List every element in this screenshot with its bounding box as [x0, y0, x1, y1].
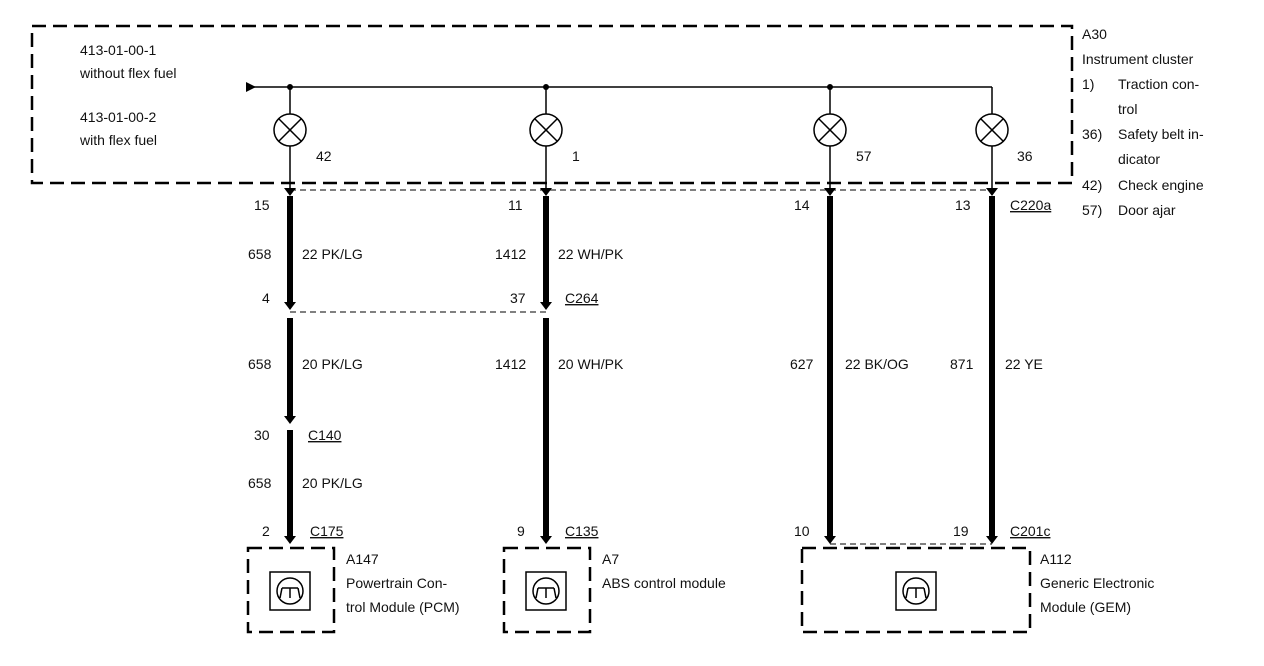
svg-text:11: 11: [508, 197, 523, 213]
wire-627: [824, 188, 836, 544]
transistor-icon: [902, 577, 930, 605]
svg-text:Door ajar: Door ajar: [1118, 202, 1176, 218]
module-abs: A7 ABS control module: [502, 546, 726, 634]
connector-c175: 2 C175: [262, 523, 344, 539]
connector-c220a: 15 11 14 13 C220a: [254, 197, 1051, 213]
svg-text:A112: A112: [1040, 551, 1072, 567]
svg-text:37: 37: [510, 290, 526, 306]
svg-text:A7: A7: [602, 551, 619, 567]
lamp-57: 57: [813, 84, 872, 192]
svg-text:1): 1): [1082, 76, 1094, 92]
svg-text:Module (GEM): Module (GEM): [1040, 599, 1131, 615]
cluster-ref: A30: [1082, 26, 1107, 42]
svg-text:Generic Electronic: Generic Electronic: [1040, 575, 1154, 591]
module-icon: [895, 571, 937, 611]
wire-871: [986, 188, 998, 544]
wire-circuit: 871: [950, 356, 974, 372]
svg-text:Check engine: Check engine: [1118, 177, 1204, 193]
svg-text:10: 10: [794, 523, 810, 539]
svg-text:trol: trol: [1118, 101, 1137, 117]
lamp-36: 36: [975, 87, 1033, 192]
module-gem: A112 Generic Electronic Module (GEM): [800, 546, 1154, 634]
connector-c201c: 10 19 C201c: [794, 523, 1050, 545]
wire-circuit: 1412: [495, 356, 526, 372]
svg-text:C135: C135: [565, 523, 599, 539]
svg-text:36): 36): [1082, 126, 1102, 142]
svg-text:C220a: C220a: [1010, 197, 1051, 213]
svg-text:dicator: dicator: [1118, 151, 1160, 167]
module-pcm: A147 Powertrain Con- trol Module (PCM): [246, 546, 460, 634]
svg-text:Traction con-: Traction con-: [1118, 76, 1200, 92]
lamp-42: 42: [273, 84, 332, 192]
wire-spec: 22 PK/LG: [302, 246, 363, 262]
wire-658: [284, 188, 296, 544]
transistor-icon: [532, 577, 560, 605]
svg-text:30: 30: [254, 427, 270, 443]
cluster-enclosure: [30, 24, 1074, 185]
wire-1412: [540, 188, 552, 544]
svg-text:57): 57): [1082, 202, 1102, 218]
wire-spec: 22 BK/OG: [845, 356, 909, 372]
wire-spec: 22 WH/PK: [558, 246, 624, 262]
lamp-legend: 1) Traction con- trol 36) Safety belt in…: [1082, 76, 1204, 218]
module-icon: [525, 571, 567, 611]
lamp-label: 36: [1017, 148, 1033, 164]
transistor-icon: [276, 577, 304, 605]
lamp-label: 42: [316, 148, 332, 164]
svg-text:42): 42): [1082, 177, 1102, 193]
svg-text:13: 13: [955, 197, 971, 213]
lamp-label: 57: [856, 148, 872, 164]
module-icon: [269, 571, 311, 611]
variant1-desc: without flex fuel: [79, 65, 177, 81]
variant1-code: 413-01-00-1: [80, 42, 156, 58]
svg-text:Safety belt in-: Safety belt in-: [1118, 126, 1204, 142]
variant2-desc: with flex fuel: [79, 132, 157, 148]
svg-text:Powertrain Con-: Powertrain Con-: [346, 575, 447, 591]
wire-spec: 20 PK/LG: [302, 475, 363, 491]
variant2-code: 413-01-00-2: [80, 109, 156, 125]
lamp-1: 1: [529, 84, 580, 192]
lamp-label: 1: [572, 148, 580, 164]
cluster-name: Instrument cluster: [1082, 51, 1194, 67]
wire-circuit: 658: [248, 475, 272, 491]
bus-arrow: [246, 82, 256, 92]
svg-text:C201c: C201c: [1010, 523, 1050, 539]
svg-text:19: 19: [953, 523, 969, 539]
connector-c264: 4 37 C264: [262, 290, 599, 306]
svg-text:C264: C264: [565, 290, 599, 306]
connector-c140: 30 C140: [254, 427, 342, 443]
wire-spec: 20 WH/PK: [558, 356, 624, 372]
wire-circuit: 658: [248, 356, 272, 372]
wire-spec: 22 YE: [1005, 356, 1043, 372]
wire-circuit: 627: [790, 356, 814, 372]
wire-circuit: 658: [248, 246, 272, 262]
svg-text:9: 9: [517, 523, 525, 539]
svg-text:15: 15: [254, 197, 270, 213]
svg-text:A147: A147: [346, 551, 379, 567]
svg-text:2: 2: [262, 523, 270, 539]
svg-text:4: 4: [262, 290, 270, 306]
connector-c135: 9 C135: [517, 523, 599, 539]
wire-circuit: 1412: [495, 246, 526, 262]
svg-text:14: 14: [794, 197, 810, 213]
wire-spec: 20 PK/LG: [302, 356, 363, 372]
svg-text:C175: C175: [310, 523, 344, 539]
svg-text:C140: C140: [308, 427, 342, 443]
svg-text:trol Module (PCM): trol Module (PCM): [346, 599, 460, 615]
svg-text:ABS control module: ABS control module: [602, 575, 726, 591]
